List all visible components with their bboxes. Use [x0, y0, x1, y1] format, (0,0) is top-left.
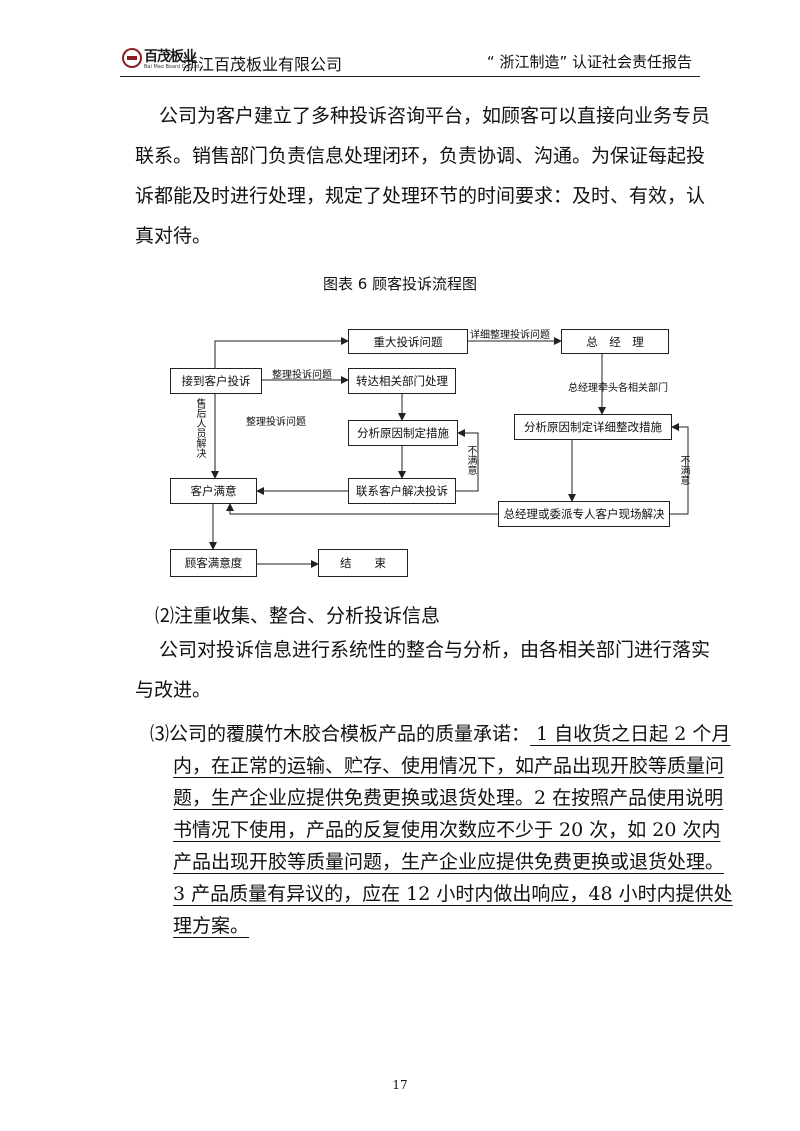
flow-label-gm-lead: 总经理牵头各相关部门 — [568, 383, 668, 394]
flow-node-customer-satisfied: 客户满意 — [170, 478, 257, 504]
logo-icon — [122, 48, 142, 68]
flow-node-contact-customer: 联系客户解决投诉 — [348, 478, 456, 504]
company-logo: 百茂板业 Bai Mao Board Co.,Ltd. — [120, 44, 201, 74]
flow-label-organize-2: 整理投诉问题 — [246, 417, 306, 428]
section2-title: ⑵注重收集、整合、分析投诉信息 — [155, 605, 441, 627]
header-company-name: 浙江百茂板业有限公司 — [182, 55, 343, 74]
flow-label-unsatisfied-1: 不满意 — [465, 445, 476, 475]
page-number: 17 — [392, 1078, 408, 1092]
flow-node-end: 结 束 — [318, 549, 408, 577]
flow-label-aftersales: 售后人员解决 — [194, 398, 205, 458]
flow-node-satisfaction: 顾客满意度 — [170, 549, 257, 577]
flow-node-transfer-department: 转达相关部门处理 — [348, 368, 456, 394]
figure-caption: 图表 6 顾客投诉流程图 — [322, 275, 478, 293]
intro-paragraph: 公司为客户建立了多种投诉咨询平台，如顾客可以直接向业务专员联系。销售部门负责信息… — [135, 105, 711, 247]
logo-text: 百茂板业 — [144, 49, 197, 65]
flow-label-organize-1: 整理投诉问题 — [272, 370, 332, 381]
flow-label-unsatisfied-2: 不满意 — [678, 455, 689, 485]
flow-node-gm-onsite: 总经理或委派专人客户现场解决 — [498, 501, 670, 527]
flow-node-major-issue: 重大投诉问题 — [348, 329, 468, 354]
page-header: 百茂板业 Bai Mao Board Co.,Ltd. 浙江百茂板业有限公司 “… — [120, 44, 700, 77]
section3-paragraph: ⑶公司的覆膜竹木胶合模板产品的质量承诺： 1 自收货之日起 2 个月内，在正常的… — [150, 718, 733, 942]
flow-label-detail-organize: 详细整理投诉问题 — [470, 330, 550, 341]
quality-commitment-text: 1 自收货之日起 2 个月内，在正常的运输、贮存、使用情况下，如产品出现开胶等质… — [173, 723, 733, 937]
section2-body: 公司对投诉信息进行系统性的整合与分析，由各相关部门进行落实与改进。 — [135, 639, 711, 701]
header-report-title: “ 浙江制造” 认证社会责任报告 — [486, 53, 692, 71]
flow-node-general-manager: 总 经 理 — [561, 329, 669, 354]
logo-subtext: Bai Mao Board Co.,Ltd. — [144, 64, 201, 70]
flow-node-receive-complaint: 接到客户投诉 — [170, 368, 262, 394]
flow-node-analyze-detailed: 分析原因制定详细整改措施 — [514, 414, 672, 440]
section3-lead: ⑶公司的覆膜竹木胶合模板产品的质量承诺： — [150, 723, 531, 745]
flow-node-analyze-measures: 分析原因制定措施 — [348, 420, 458, 446]
